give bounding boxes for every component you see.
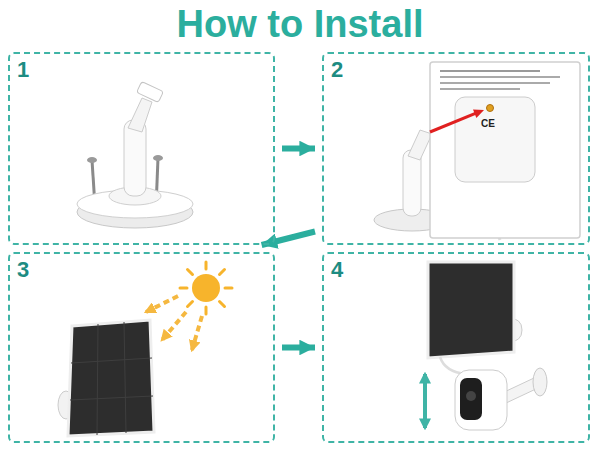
step-number: 3 [17,257,29,283]
step-panel: 1 [8,52,275,245]
camera-face [460,378,482,420]
solar-panel-back [374,62,580,240]
step-arrow [262,231,315,245]
sun-rays [180,262,232,314]
sun-disc [192,274,220,302]
sticker-line [440,82,550,84]
certification-mark: CE [481,119,495,129]
sticker-line [440,70,540,72]
bracket-arm [408,130,432,160]
pointer-arrow [430,113,476,132]
cell-grid [70,322,153,435]
screw-head [153,155,163,161]
sticker-line [440,88,520,90]
installed-kit [425,262,547,430]
step-number: 4 [331,257,343,283]
step-panel: 4 [322,252,590,443]
solar-panel-front [58,320,154,436]
sun [180,262,232,314]
step-arrow [282,345,315,351]
mount-hole [487,105,494,112]
step-panel: 3 [8,252,275,443]
height-arrow [423,374,427,428]
mount-plate [455,97,535,182]
step-arrow [282,146,315,152]
wall-bracket [77,81,193,228]
camera-mount [533,368,547,396]
bracket-arm [128,98,152,132]
step-panel: 2 [322,52,590,245]
solar-panel [428,262,514,358]
step-number: 1 [17,57,29,83]
pointer-arrowhead [473,110,484,118]
camera-lens [466,391,476,401]
step-number: 2 [331,57,343,83]
panel-back [430,62,580,238]
solar-cells [68,320,154,436]
sun-rays-arrows [146,296,202,350]
title: How to Install [0,0,600,48]
camera-body [455,370,507,430]
sticker-line [440,76,560,78]
bracket-plate [137,81,164,102]
screw-head [87,157,97,163]
